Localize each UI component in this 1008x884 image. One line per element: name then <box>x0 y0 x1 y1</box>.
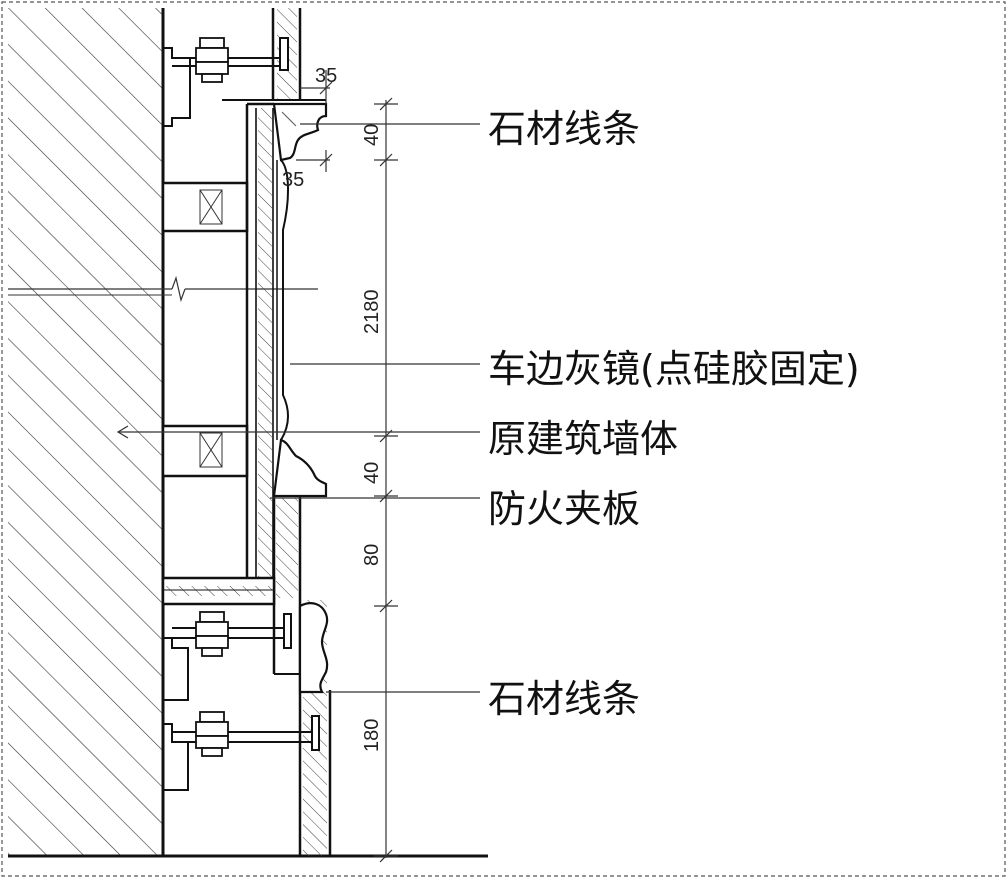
leader-lines <box>116 123 480 693</box>
stone-molding-bottom <box>298 602 329 694</box>
stone-molding-mid <box>272 438 328 498</box>
dim-35-top: 35 <box>315 65 337 87</box>
bottom-bracket-2 <box>163 711 320 791</box>
label-original-wall: 原建筑墙体 <box>488 417 678 461</box>
mirror-layer <box>276 159 290 441</box>
break-line <box>8 275 318 303</box>
top-stone-panel <box>222 8 326 101</box>
top-bracket <box>163 37 289 127</box>
dimension-chain <box>374 97 398 863</box>
dim-40-mid: 40 <box>361 462 383 484</box>
wood-batten-bottom <box>161 424 249 478</box>
dim-180: 180 <box>361 719 383 752</box>
label-stone-molding-top: 石材线条 <box>488 107 640 151</box>
label-fireproof-board: 防火夹板 <box>488 487 640 531</box>
bottom-bracket-1 <box>163 611 292 701</box>
wood-batten-top <box>161 181 249 233</box>
dim-2180: 2180 <box>361 290 383 335</box>
label-stone-molding-bottom: 石材线条 <box>488 677 640 721</box>
base-board <box>161 576 276 606</box>
label-mirror: 车边灰镜(点硅胶固定) <box>488 347 860 391</box>
dim-35-bottom: 35 <box>282 169 304 191</box>
dim-40-top: 40 <box>361 124 383 146</box>
dim-80: 80 <box>361 544 383 566</box>
fireproof-board <box>245 102 274 582</box>
dim-35-lines <box>296 70 333 172</box>
stone-molding-top <box>272 102 328 162</box>
